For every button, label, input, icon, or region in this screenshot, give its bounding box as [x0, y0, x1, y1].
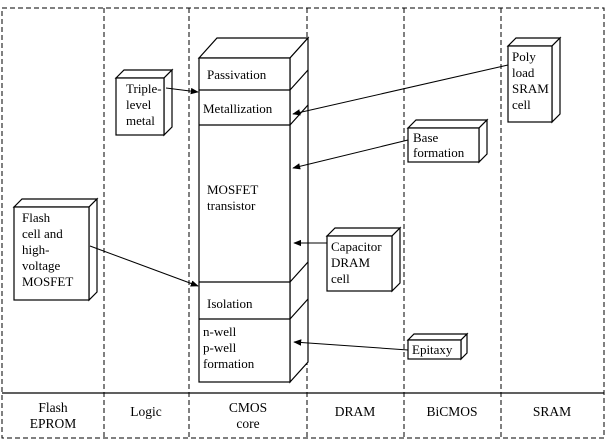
arrow-flash-to-isolation [89, 245, 199, 287]
arrow-triple-to-metallization [165, 87, 199, 95]
module-capacitor-dram: Capacitor DRAM cell [325, 226, 402, 293]
footer-logic: Logic [130, 404, 162, 419]
footer-sram: SRAM [533, 404, 571, 419]
module-base-line1: Base [413, 130, 439, 145]
module-epitaxy: Epitaxy [406, 332, 469, 361]
layer-well-line2: p-well [203, 340, 237, 355]
footer-flash-line1: Flash [38, 400, 68, 415]
module-poly-load-sram: Poly load SRAM cell [506, 36, 562, 124]
layer-well-line3: formation [203, 356, 255, 371]
module-base-line2: formation [413, 145, 465, 160]
module-cap-line2: DRAM [331, 255, 370, 270]
module-cap-line1: Capacitor [331, 239, 382, 254]
outer-frame [1, 7, 605, 439]
layer-passivation: Passivation [207, 67, 267, 82]
module-triple-level-metal: Triple- level metal [114, 68, 174, 137]
module-base-formation: Base formation [406, 118, 489, 164]
module-triple-line1: Triple- [126, 81, 162, 96]
layer-well-line1: n-well [203, 324, 237, 339]
module-flash-line1: Flash [22, 210, 51, 225]
module-poly-line2: load [512, 65, 535, 80]
cmos-core-stack: Passivation Metallization MOSFET transis… [197, 36, 310, 384]
module-poly-line3: SRAM [512, 81, 549, 96]
layer-metallization: Metallization [203, 101, 273, 116]
footer-dram: DRAM [335, 404, 376, 419]
footer-bicmos: BiCMOS [426, 404, 477, 419]
arrow-poly-to-metallization [292, 64, 509, 116]
module-flash-line2: cell and [22, 226, 63, 241]
arrow-epitaxy-to-well [293, 339, 409, 351]
module-cap-line3: cell [331, 271, 350, 286]
module-poly-line4: cell [512, 97, 531, 112]
layer-mosfet-line2: transistor [207, 198, 256, 213]
layer-mosfet-line1: MOSFET [207, 182, 258, 197]
module-flash-cell: Flash cell and high- voltage MOSFET [12, 197, 99, 302]
module-flash-line4: voltage [22, 258, 60, 273]
footer-labels: Flash EPROM Logic CMOS core DRAM BiCMOS … [30, 400, 571, 431]
module-flash-line3: high- [22, 242, 49, 257]
footer-cmos-line2: core [236, 416, 259, 431]
module-flash-line5: MOSFET [22, 274, 73, 289]
module-epitaxy-label: Epitaxy [412, 342, 453, 357]
footer-flash-line2: EPROM [30, 416, 77, 431]
arrow-base-to-mosfet [292, 139, 409, 170]
module-poly-line1: Poly [512, 49, 536, 64]
arrows [89, 64, 509, 351]
module-triple-line3: metal [126, 113, 155, 128]
footer-cmos-line1: CMOS [229, 400, 267, 415]
layer-isolation: Isolation [207, 296, 253, 311]
module-triple-line2: level [126, 97, 152, 112]
